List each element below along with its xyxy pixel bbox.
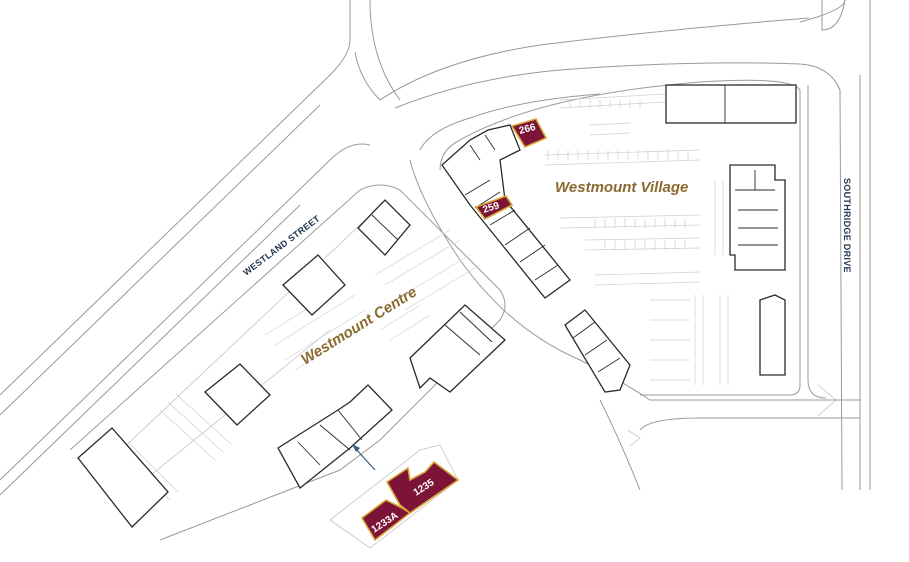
street-label-southridge: SOUTHRIDGE DRIVE — [842, 178, 852, 273]
building-village-southeast — [759, 294, 786, 376]
building-centre-east — [409, 304, 506, 393]
building-centre-south — [277, 384, 393, 489]
unit-259-label: 259 — [482, 200, 502, 216]
centre-buildings — [77, 199, 506, 528]
building-centre-pad-2 — [204, 363, 271, 426]
location-arrow — [352, 444, 376, 471]
unit-1233a-shape[interactable] — [360, 499, 412, 542]
unit-1235[interactable]: 1235 — [385, 460, 460, 514]
building-centre-north — [357, 199, 411, 256]
unit-266[interactable]: 266 — [510, 118, 548, 149]
building-village-strip — [441, 124, 571, 299]
unit-259-shape[interactable] — [474, 195, 514, 221]
parking-stalls — [119, 91, 729, 501]
unit-259[interactable]: 259 — [474, 195, 514, 221]
area-label-village: Westmount Village — [555, 179, 688, 196]
building-centre-west — [77, 427, 169, 528]
road-network — [0, 0, 871, 541]
building-village-north — [665, 84, 797, 124]
village-buildings — [441, 84, 797, 393]
south-strip — [329, 444, 459, 549]
unit-1233a[interactable]: 1233A — [360, 499, 412, 542]
unit-266-shape[interactable] — [510, 118, 548, 149]
building-village-south — [564, 309, 631, 393]
unit-266-label: 266 — [518, 122, 537, 137]
building-centre-pad-1 — [282, 254, 346, 316]
unit-1235-shape[interactable] — [385, 460, 460, 514]
building-village-east — [729, 164, 786, 271]
